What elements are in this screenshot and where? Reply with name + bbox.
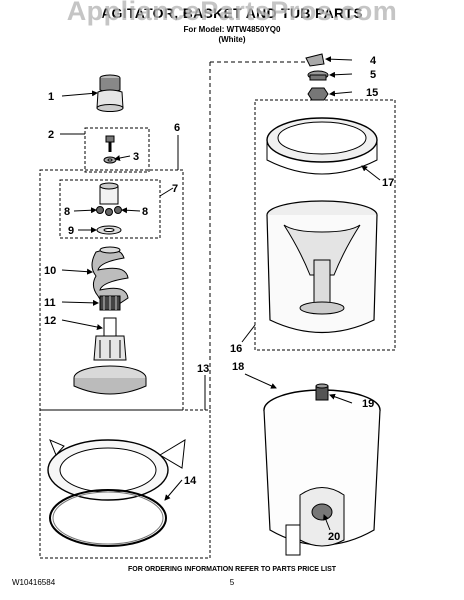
callout-1: 1: [48, 91, 54, 103]
group-box-13: [39, 409, 211, 559]
callout-6: 6: [174, 122, 180, 134]
model-line: For Model: WTW4850YQ0: [183, 25, 281, 34]
callout-5: 5: [370, 69, 376, 81]
spanner-part: [305, 53, 325, 67]
page-title: AGITATOR, BASKET AND TUB PARTS: [101, 5, 363, 21]
callout-11: 11: [44, 297, 56, 309]
callout-16: 16: [230, 343, 242, 355]
group-box-16: [254, 99, 396, 351]
agitator-cap-part: [96, 74, 124, 112]
outer-tub-part: [263, 383, 381, 556]
group-box-7: [59, 179, 161, 239]
callout-7: 7: [172, 183, 178, 195]
wash-basket-part: [266, 200, 378, 333]
callout-13: 13: [197, 363, 209, 375]
callout-20: 20: [328, 531, 340, 543]
callout-17: 17: [382, 177, 394, 189]
color-line: (White): [218, 35, 246, 44]
nut-part: [307, 70, 329, 81]
auger-part: [91, 246, 129, 307]
balance-ring-part: [266, 117, 378, 175]
callout-10: 10: [44, 265, 56, 277]
callout-14: 14: [184, 475, 197, 487]
callout-8-right: 8: [142, 206, 148, 218]
watermark: AppliancePartsPros.com: [66, 0, 398, 26]
ordering-note: FOR ORDERING INFORMATION REFER TO PARTS …: [127, 566, 337, 573]
one-way-clutch-part: [99, 295, 121, 311]
callout-9: 9: [68, 225, 74, 237]
agitator-dogs-part: [96, 182, 122, 235]
callout-2: 2: [48, 129, 54, 141]
agitator-base-part: [73, 317, 147, 395]
callout-19: 19: [362, 398, 374, 410]
callout-8-left: 8: [64, 206, 70, 218]
callout-4: 4: [370, 55, 377, 67]
group-box-6: [39, 169, 184, 411]
callout-15: 15: [366, 87, 378, 99]
bolt-part: [105, 135, 115, 152]
callout-12: 12: [44, 315, 56, 327]
hub-part: [307, 87, 329, 101]
washer-part: [103, 156, 117, 164]
callout-3: 3: [133, 151, 139, 163]
group-box-2: [84, 127, 150, 173]
page-number: 5: [229, 578, 235, 587]
tub-ring-part: [47, 439, 186, 547]
document-number: W10416584: [12, 578, 56, 587]
callout-18: 18: [232, 361, 244, 373]
